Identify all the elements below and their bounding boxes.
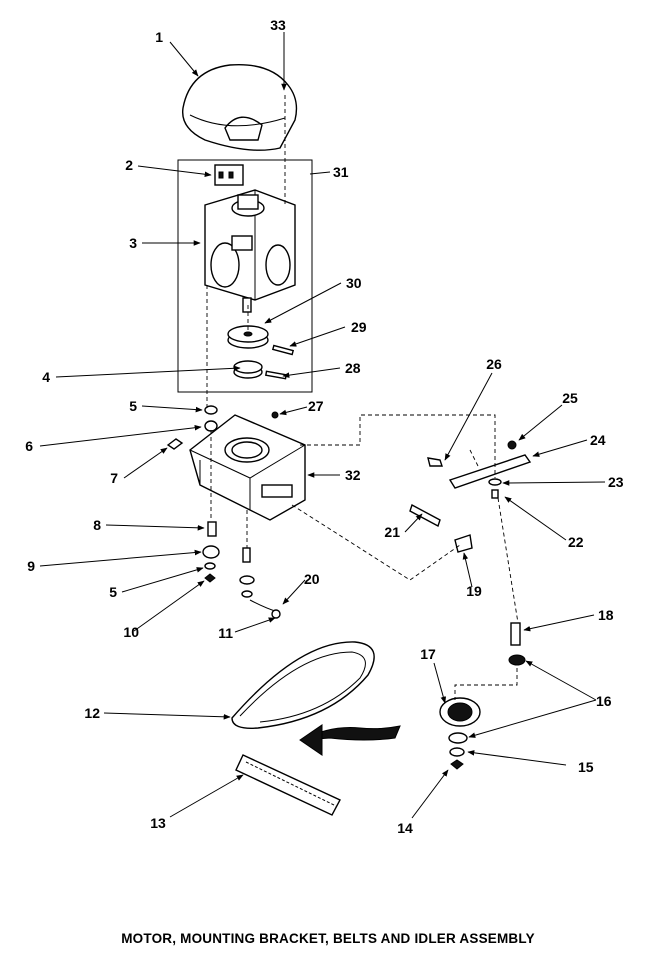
callout-1: 1	[155, 29, 163, 45]
screw-27	[271, 411, 279, 419]
callout-7: 7	[110, 470, 118, 486]
motor-switch	[214, 164, 244, 186]
assembly-lines	[206, 95, 519, 700]
callout-14: 14	[397, 820, 413, 836]
callout-19: 19	[466, 583, 482, 599]
roll-pin-29	[271, 344, 295, 356]
motor-cover	[181, 63, 298, 151]
callout-32: 32	[345, 467, 361, 483]
lower-mount-parts	[202, 521, 281, 619]
motor	[204, 189, 296, 313]
callout-12: 12	[84, 705, 100, 721]
idler-arm-assembly	[409, 440, 532, 553]
callout-29: 29	[351, 319, 367, 335]
motor-group-frame	[177, 159, 313, 393]
leader-lines	[39, 32, 606, 819]
callout-11: 11	[218, 625, 233, 641]
callout-5b: 5	[109, 584, 117, 600]
callout-28: 28	[345, 360, 361, 376]
washers-upper	[204, 405, 218, 432]
callout-18: 18	[598, 607, 614, 623]
callout-23: 23	[608, 474, 624, 490]
callout-16: 16	[596, 693, 612, 709]
drive-belt	[231, 641, 375, 729]
install-arrowhead	[299, 724, 323, 756]
callout-labels: 1 33 2 31 3 30 29 4 28 5 27 6 7 32 26 25…	[25, 17, 624, 836]
callout-24: 24	[590, 432, 606, 448]
idler-small-pulley	[233, 360, 263, 379]
idler-pulley-assembly	[439, 622, 526, 770]
motor-pulley	[227, 325, 269, 349]
bolt-7	[166, 438, 184, 450]
callout-6: 6	[25, 438, 33, 454]
callout-5a: 5	[129, 398, 137, 414]
callout-17: 17	[420, 646, 436, 662]
callout-4: 4	[42, 369, 50, 385]
callout-33: 33	[270, 17, 286, 33]
callout-13: 13	[150, 815, 166, 831]
callout-10: 10	[123, 624, 139, 640]
callout-15: 15	[578, 759, 594, 775]
callout-3: 3	[129, 235, 137, 251]
callout-26: 26	[486, 356, 502, 372]
callout-30: 30	[346, 275, 362, 291]
mounting-bracket	[189, 414, 306, 521]
callout-27: 27	[308, 398, 324, 414]
pump-belt	[235, 754, 341, 816]
callout-8: 8	[93, 517, 101, 533]
callout-2: 2	[125, 157, 133, 173]
callout-20: 20	[304, 571, 320, 587]
roll-pin-28	[264, 370, 288, 380]
callout-9: 9	[27, 558, 35, 574]
callout-25: 25	[562, 390, 578, 406]
diagram-caption: MOTOR, MOUNTING BRACKET, BELTS AND IDLER…	[121, 931, 535, 946]
callout-22: 22	[568, 534, 584, 550]
callout-31: 31	[333, 164, 349, 180]
install-arrow	[301, 725, 401, 741]
callout-21: 21	[384, 524, 400, 540]
